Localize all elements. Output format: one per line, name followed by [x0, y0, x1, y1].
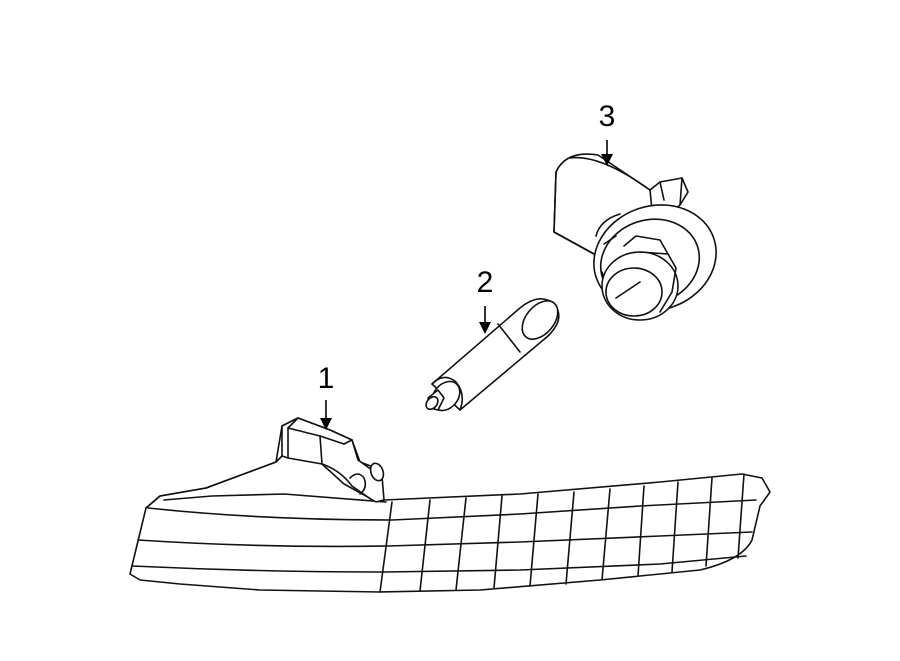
- bulb-part[interactable]: [424, 294, 565, 416]
- callout-arrow-3: [601, 140, 613, 166]
- callout-2: 2: [477, 266, 494, 334]
- callout-arrow-2: [479, 306, 491, 334]
- lamp-housing-part[interactable]: [129, 417, 771, 593]
- callout-number-2: 2: [477, 266, 494, 299]
- callout-number-1: 1: [318, 362, 335, 395]
- callout-1: 1: [318, 362, 335, 430]
- callout-3: 3: [599, 100, 616, 166]
- socket-part[interactable]: [553, 153, 730, 327]
- callout-number-3: 3: [599, 100, 616, 133]
- callout-arrow-1: [320, 400, 332, 430]
